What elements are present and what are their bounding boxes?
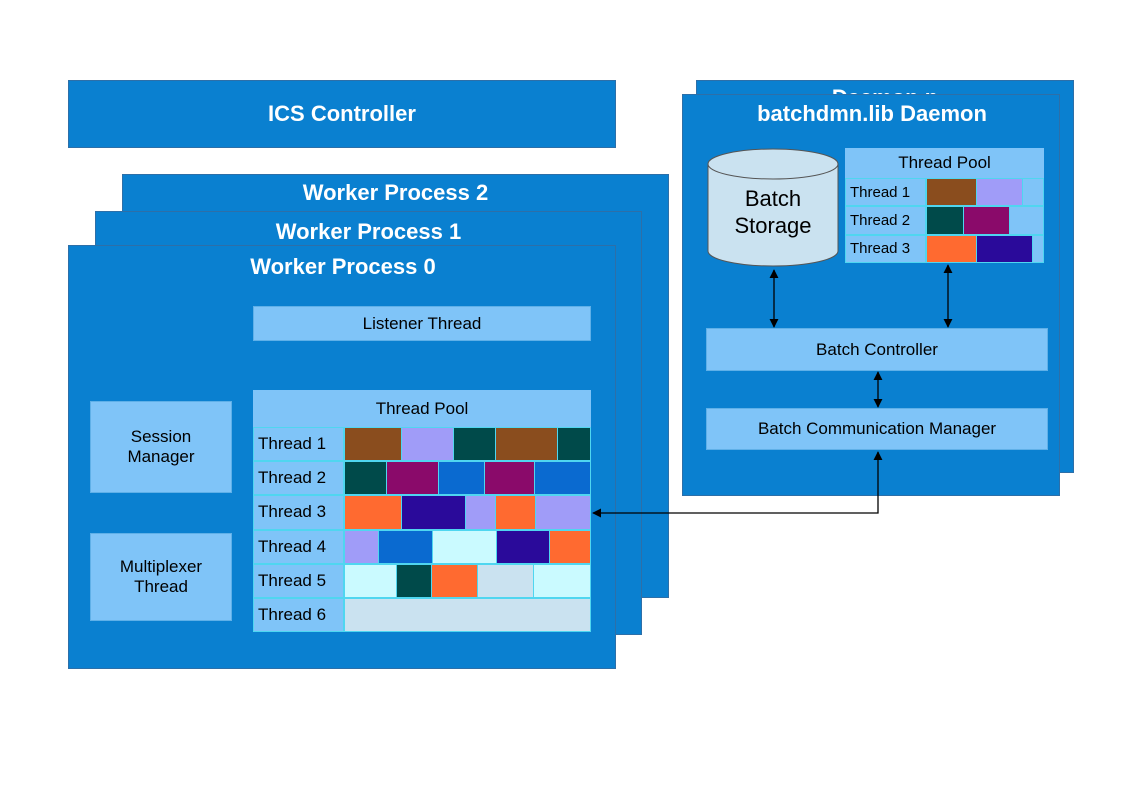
thread-segment (496, 496, 536, 529)
thread-segment (466, 496, 496, 529)
thread-segment (977, 179, 1023, 206)
thread-segment (927, 179, 977, 206)
thread-segment (1033, 235, 1043, 262)
thread-timeline (344, 461, 591, 496)
batchdmn-daemon-title: batchdmn.lib Daemon (757, 101, 987, 126)
thread-label: Thread 3 (845, 234, 926, 263)
thread-label: Thread 5 (253, 563, 344, 598)
thread-segment (345, 564, 397, 597)
thread-segment (345, 496, 402, 529)
daemon-thread-pool-title: Thread Pool (898, 153, 991, 172)
thread-timeline (344, 427, 591, 462)
batch-storage-label: Batch Storage (705, 185, 841, 239)
batch-storage-cylinder-icon (707, 148, 839, 267)
thread-timeline (926, 178, 1044, 207)
thread-segment (485, 462, 535, 495)
thread-segment (433, 530, 497, 563)
listener-thread-label: Listener Thread (362, 313, 482, 333)
ics-controller-box: ICS Controller (68, 80, 616, 148)
thread-timeline (926, 206, 1044, 235)
thread-label: Thread 1 (845, 178, 926, 207)
thread-segment (379, 530, 433, 563)
multiplexer-thread-label: Multiplexer Thread (119, 557, 203, 596)
session-manager: Session Manager (90, 401, 232, 493)
thread-segment (927, 235, 977, 262)
thread-label: Thread 2 (845, 206, 926, 235)
session-manager-label: Session Manager (127, 427, 195, 466)
multiplexer-thread: Multiplexer Thread (90, 533, 232, 621)
listener-thread: Listener Thread (253, 306, 591, 341)
worker-thread-pool-header: Thread Pool (253, 390, 591, 427)
batch-controller-label: Batch Controller (816, 339, 938, 359)
thread-label: Thread 2 (253, 461, 344, 496)
worker-thread-pool-title: Thread Pool (375, 398, 469, 418)
thread-segment (345, 462, 387, 495)
thread-label: Thread 6 (253, 598, 344, 633)
thread-segment (454, 428, 496, 461)
thread-segment (927, 207, 964, 234)
thread-timeline (344, 495, 591, 530)
thread-segment (345, 428, 402, 461)
thread-segment (497, 530, 550, 563)
thread-segment (535, 462, 590, 495)
thread-label: Thread 4 (253, 529, 344, 564)
thread-segment (536, 496, 590, 529)
thread-timeline (344, 563, 591, 598)
arrow-commmanager-thread3 (592, 451, 883, 518)
thread-timeline (344, 529, 591, 564)
thread-segment (550, 530, 590, 563)
worker-process-0-title: Worker Process 0 (250, 254, 436, 279)
thread-segment (1010, 207, 1043, 234)
worker-process-2-title: Worker Process 2 (302, 180, 489, 205)
thread-segment (496, 428, 558, 461)
thread-segment (345, 599, 590, 632)
thread-timeline (926, 234, 1044, 263)
ics-controller-title: ICS Controller (268, 101, 416, 126)
thread-segment (432, 564, 478, 597)
thread-segment (387, 462, 439, 495)
thread-segment (402, 428, 454, 461)
thread-segment (977, 235, 1033, 262)
batch-storage-line1: Batch (744, 186, 802, 211)
thread-segment (439, 462, 485, 495)
thread-segment (345, 530, 379, 563)
worker-process-1-title: Worker Process 1 (275, 219, 462, 244)
daemon-thread-pool-header: Thread Pool (845, 148, 1044, 178)
thread-segment (397, 564, 432, 597)
thread-segment (558, 428, 590, 461)
thread-label: Thread 3 (253, 495, 344, 530)
thread-segment (1023, 179, 1043, 206)
batch-comm-manager-label: Batch Communication Manager (757, 419, 997, 438)
thread-segment (478, 564, 534, 597)
thread-label: Thread 1 (253, 427, 344, 462)
thread-segment (534, 564, 590, 597)
thread-segment (402, 496, 466, 529)
thread-timeline (344, 598, 591, 633)
batch-communication-manager: Batch Communication Manager (706, 408, 1048, 450)
batch-storage-line2: Storage (734, 213, 812, 238)
batch-controller: Batch Controller (706, 328, 1048, 371)
thread-segment (964, 207, 1010, 234)
